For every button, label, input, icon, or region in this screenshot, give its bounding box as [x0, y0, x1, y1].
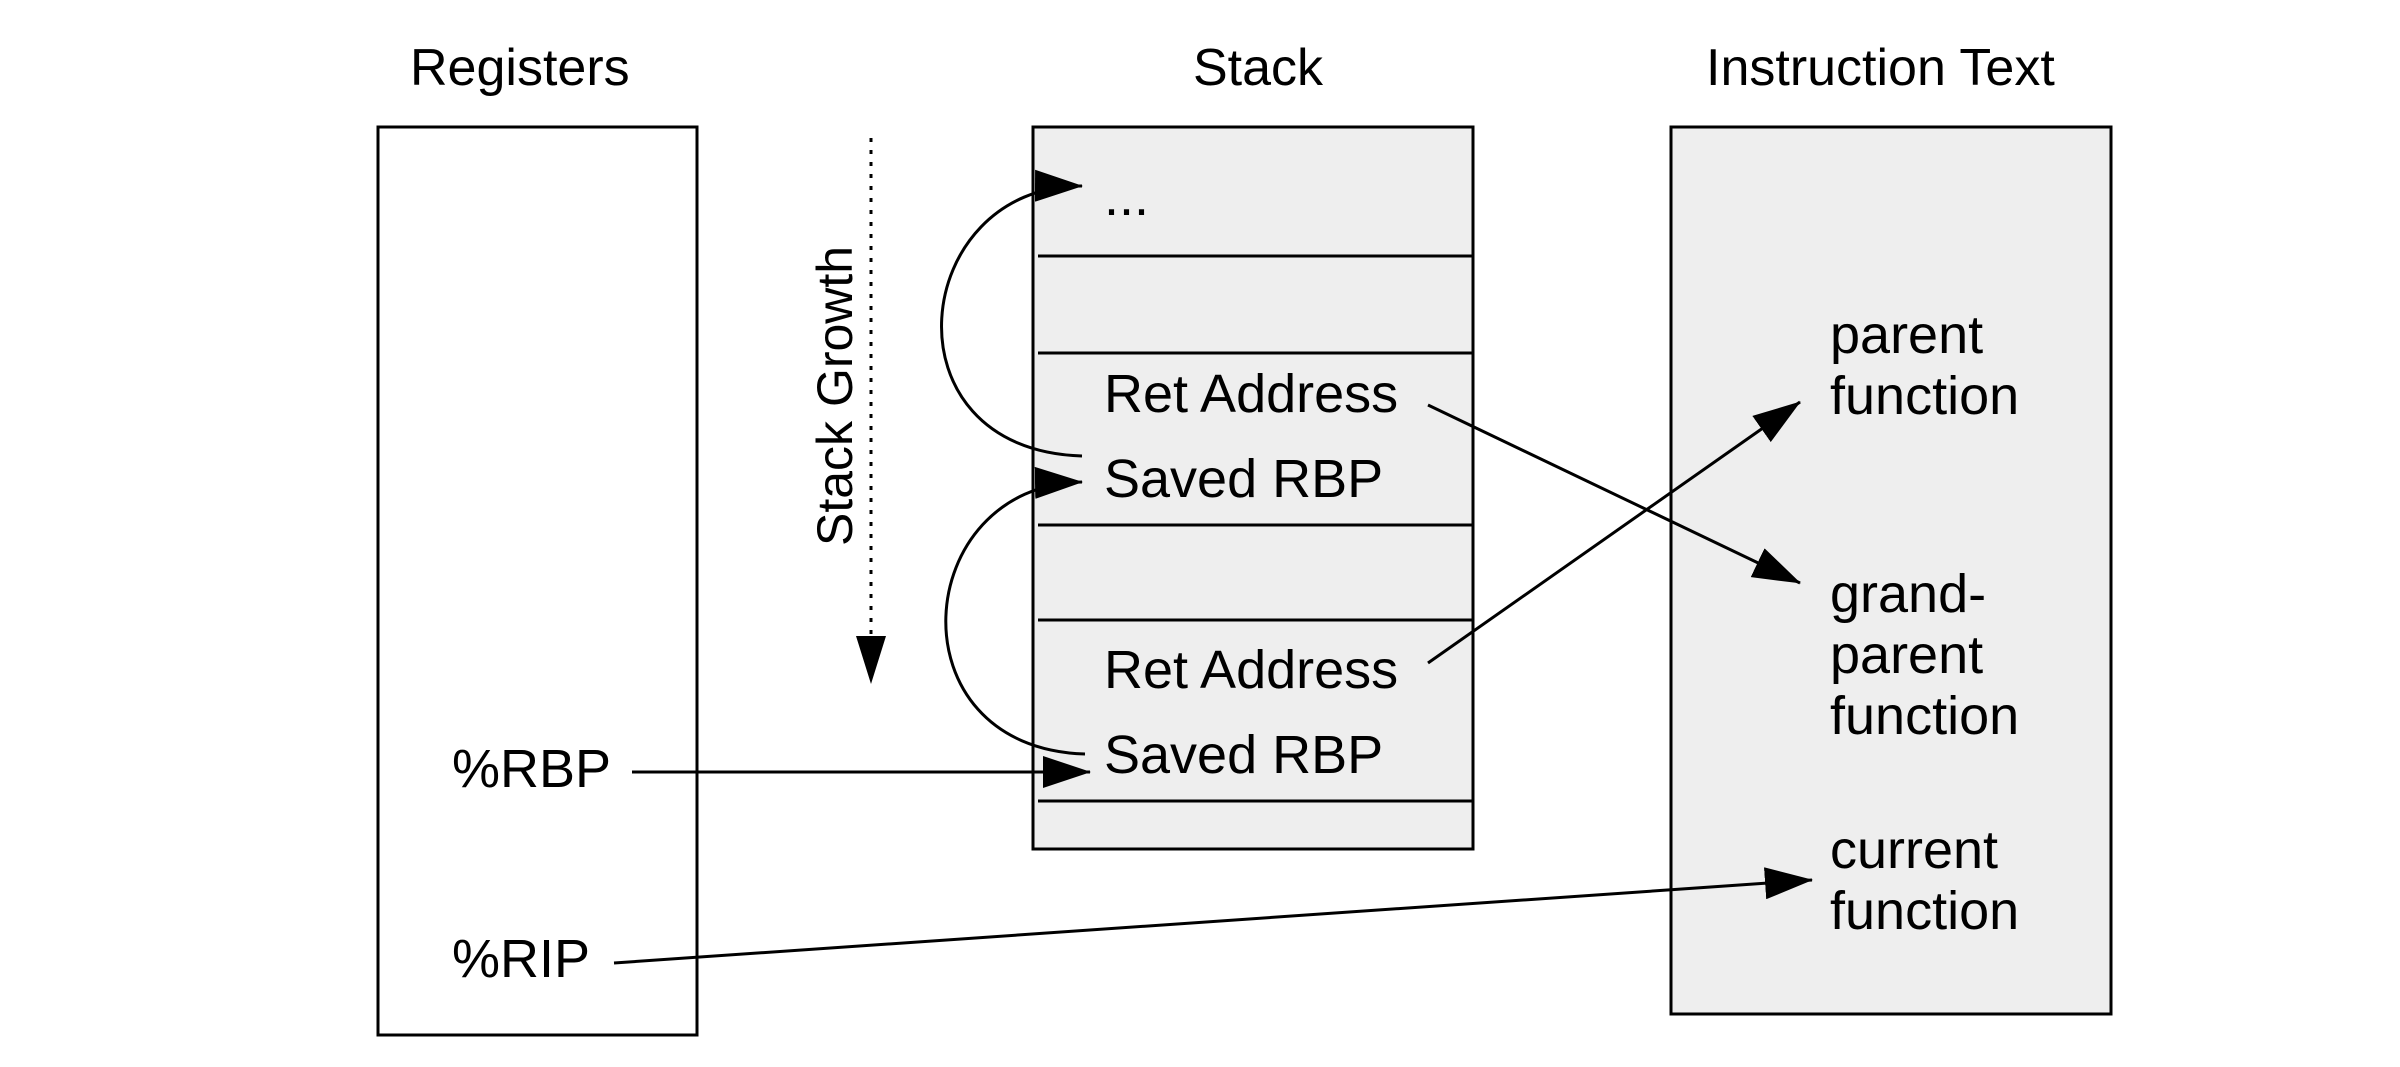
stack-cell-ellipsis: ... [1104, 167, 1150, 227]
saved-rbp-link-upper [940, 169, 1083, 458]
stack-growth-arrowhead [856, 636, 886, 684]
parent-function-line: function [1830, 366, 2020, 426]
current-function-line: function [1830, 881, 2020, 941]
stack-cell-saved-rbp: Saved RBP [1104, 725, 1384, 785]
stack-cell-ret-address: Ret Address [1104, 364, 1399, 424]
instruction-text-title: Instruction Text [1706, 39, 2055, 97]
grandparent-function-line: function [1830, 686, 2020, 746]
registers-title: Registers [410, 39, 630, 97]
saved-rbp-link-lower [944, 466, 1086, 756]
ret-address-to-parent-arrow [1427, 400, 1801, 665]
rip-pointer-arrow [613, 867, 1813, 965]
register-rip: %RIP [452, 929, 591, 989]
parent-function-line: parent [1830, 305, 1984, 365]
current-function-label: current function [1830, 820, 2019, 942]
grandparent-function-label: grand- parent function [1830, 564, 2019, 747]
stack-title: Stack [1193, 39, 1324, 97]
stack-growth-label: Stack Growth [807, 245, 863, 546]
parent-function-label: parent function [1830, 305, 2019, 427]
grandparent-function-line: parent [1830, 625, 1984, 685]
current-function-line: current [1830, 820, 1999, 880]
ret-address-to-grandparent-arrow [1427, 403, 1801, 585]
instruction-text-box [1669, 125, 2113, 1016]
stack-box [1031, 125, 1475, 851]
stack-cell-saved-rbp: Saved RBP [1104, 449, 1384, 509]
grandparent-function-line: grand- [1830, 564, 1987, 624]
registers-box [376, 125, 699, 1037]
stack-cell-ret-address: Ret Address [1104, 640, 1399, 700]
register-rbp: %RBP [452, 739, 612, 799]
